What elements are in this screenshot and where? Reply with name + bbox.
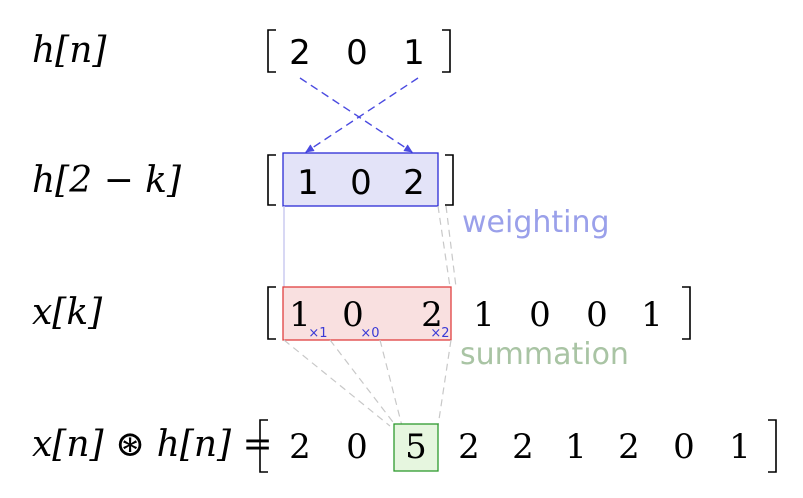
x-value-6: 1 bbox=[641, 295, 663, 335]
bracket-left-h bbox=[267, 29, 276, 73]
h-value-0: 2 bbox=[289, 33, 311, 73]
sum-line-4 bbox=[437, 339, 452, 427]
x-value-0: 1 bbox=[289, 295, 311, 335]
bracket-left-x bbox=[267, 286, 276, 340]
label-result: x[n] ⊛ h[n] = bbox=[32, 424, 273, 465]
result-value-0: 2 bbox=[289, 427, 311, 467]
bracket-right-result bbox=[768, 419, 777, 473]
summation-label: summation bbox=[460, 337, 629, 372]
result-value-3: 2 bbox=[458, 427, 480, 467]
x-value-5: 0 bbox=[586, 295, 608, 335]
result-value-8: 1 bbox=[729, 427, 751, 467]
h-value-1: 0 bbox=[346, 33, 368, 73]
result-value-6: 2 bbox=[618, 427, 640, 467]
hflip-value-0: 1 bbox=[297, 163, 319, 203]
sum-line-3 bbox=[379, 339, 403, 427]
sum-line-2 bbox=[329, 339, 397, 427]
label-h: h[n] bbox=[32, 30, 107, 71]
connector-right bbox=[437, 205, 451, 288]
bracket-right-h bbox=[442, 29, 451, 73]
bracket-right-hflip bbox=[445, 154, 454, 206]
multiplier-1: ×0 bbox=[360, 326, 379, 341]
multiplier-0: ×1 bbox=[308, 326, 327, 341]
result-highlight-box bbox=[393, 423, 439, 472]
x-value-4: 0 bbox=[529, 295, 551, 335]
bracket-left-result bbox=[259, 419, 268, 473]
bracket-left-hflip bbox=[267, 154, 276, 206]
weighting-label: weighting bbox=[462, 205, 610, 240]
result-value-7: 0 bbox=[673, 427, 695, 467]
flip-arrow-1 bbox=[299, 77, 413, 153]
multiplier-labels: ×1 ×0 ×2 bbox=[308, 326, 449, 341]
multiplier-2: ×2 bbox=[430, 326, 449, 341]
label-x: x[k] bbox=[32, 292, 103, 333]
x-value-3: 1 bbox=[473, 295, 495, 335]
flip-arrow-2 bbox=[305, 77, 419, 153]
x-window-box bbox=[282, 286, 452, 341]
result-value-5: 1 bbox=[565, 427, 587, 467]
result-value-1: 0 bbox=[346, 427, 368, 467]
hflip-value-2: 2 bbox=[403, 163, 425, 203]
x-value-2: 2 bbox=[421, 295, 443, 335]
result-value-2: 5 bbox=[405, 427, 427, 467]
hflip-highlight-box bbox=[282, 152, 439, 207]
result-value-4: 2 bbox=[512, 427, 534, 467]
label-h-flipped: h[2 − k] bbox=[32, 160, 182, 201]
sum-line-1 bbox=[283, 339, 391, 427]
h-value-2: 1 bbox=[403, 33, 425, 73]
hflip-value-1: 0 bbox=[350, 163, 372, 203]
bracket-right-x bbox=[682, 286, 691, 340]
x-value-1: 0 bbox=[342, 295, 364, 335]
connector-right-2 bbox=[445, 205, 457, 288]
